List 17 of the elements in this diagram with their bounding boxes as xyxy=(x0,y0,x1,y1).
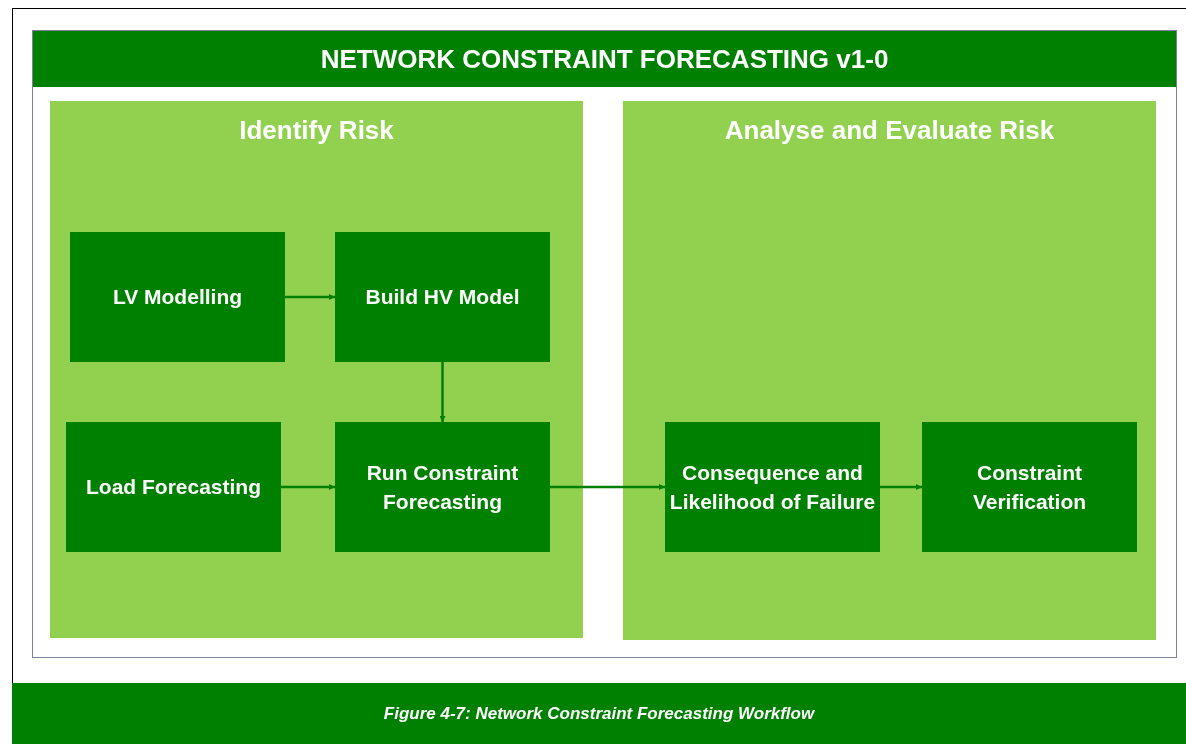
process-box: Build HV Model xyxy=(335,232,550,362)
process-box: Load Forecasting xyxy=(66,422,281,552)
arrow xyxy=(281,484,335,490)
arrow xyxy=(285,294,335,300)
panel-heading: Identify Risk xyxy=(238,115,395,146)
process-box: Consequence and Likelihood of Failure xyxy=(665,422,880,552)
stage-panel xyxy=(623,101,1156,640)
arrow xyxy=(439,362,446,422)
process-box: LV Modelling xyxy=(70,232,285,362)
arrow xyxy=(550,484,665,490)
process-box: Constraint Verification xyxy=(922,422,1137,552)
title-banner: NETWORK CONSTRAINT FORECASTING v1-0 xyxy=(33,31,1176,87)
process-box: Run Constraint Forecasting xyxy=(335,422,550,552)
stage-panel xyxy=(50,101,583,638)
arrow xyxy=(880,484,922,490)
panel-heading: Analyse and Evaluate Risk xyxy=(723,115,1056,146)
figure-caption: Figure 4-7: Network Constraint Forecasting Workflow xyxy=(12,683,1186,744)
